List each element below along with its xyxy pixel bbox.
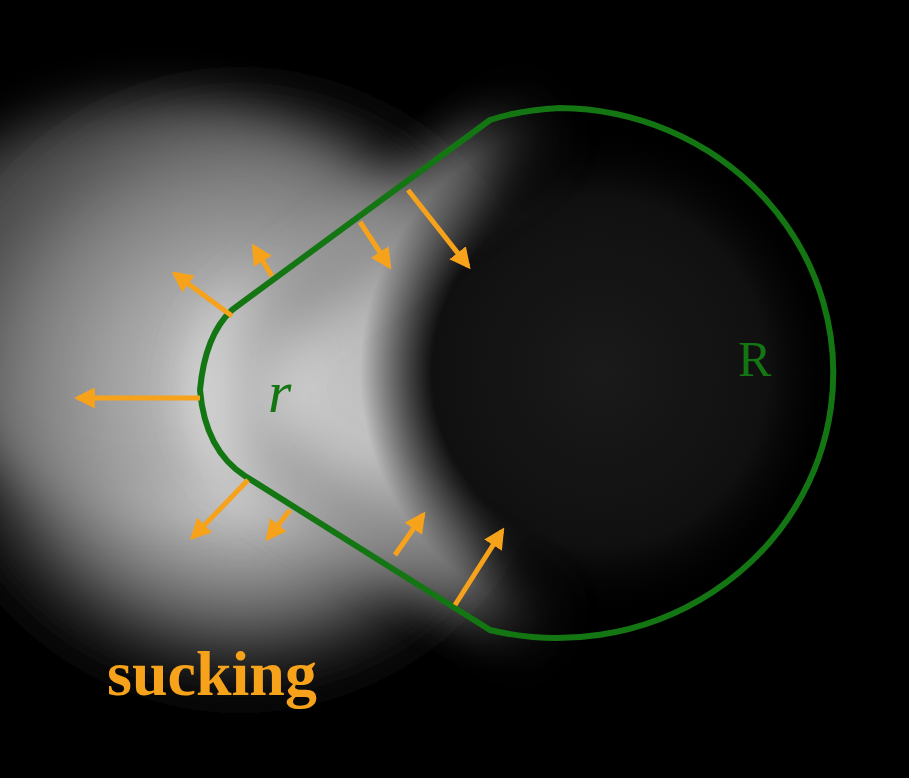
force-arrows	[78, 190, 502, 605]
radius-label: R	[738, 334, 771, 384]
sucking-label: sucking	[107, 642, 317, 706]
cell-outline	[200, 108, 833, 638]
tip-radius-label: r	[268, 362, 291, 422]
